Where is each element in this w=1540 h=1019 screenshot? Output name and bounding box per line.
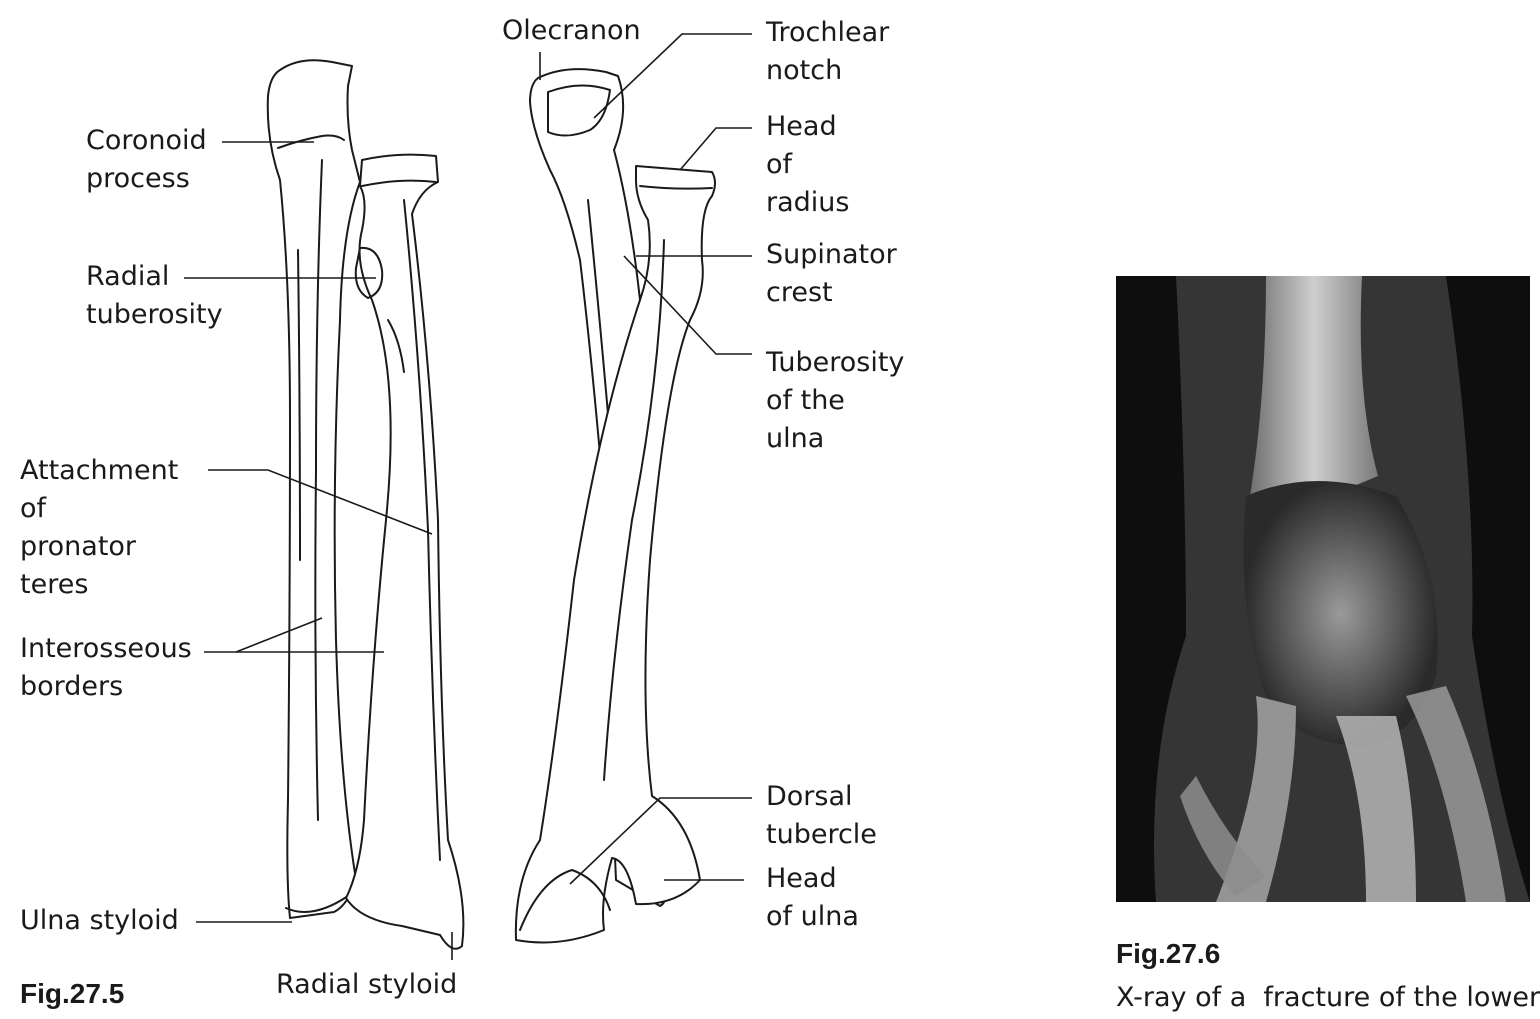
label-radial-tuberosity: Radial tuberosity: [86, 258, 223, 334]
label-coronoid-process: Coronoid process: [86, 122, 207, 198]
label-interosseous-borders: Interosseous borders: [20, 630, 192, 706]
label-olecranon: Olecranon: [502, 12, 641, 50]
figure-caption-27-6: X-ray of a fracture of the lower: [1116, 982, 1540, 1013]
left-ulna: [268, 60, 360, 918]
leader-head-radius: [680, 128, 752, 170]
xray-image: [1116, 276, 1530, 902]
label-head-of-ulna: Head of ulna: [766, 860, 859, 936]
figure-number-27-6: Fig.27.6: [1116, 938, 1220, 970]
label-ulna-styloid: Ulna styloid: [20, 902, 179, 940]
label-head-of-radius: Head of radius: [766, 108, 849, 222]
label-tuberosity-of-ulna: Tuberosity of the ulna: [766, 344, 904, 458]
figure-number-27-5: Fig.27.5: [20, 978, 124, 1010]
label-dorsal-tubercle: Dorsal tubercle: [766, 778, 877, 854]
left-radius: [346, 155, 463, 949]
label-supinator-crest: Supinator crest: [766, 236, 897, 312]
label-radial-styloid: Radial styloid: [276, 966, 457, 1004]
label-trochlear-notch: Trochlear notch: [766, 14, 889, 90]
label-attachment-pronator-teres: Attachment of pronator teres: [20, 452, 178, 604]
xray-radius-shaft: [1250, 276, 1378, 506]
